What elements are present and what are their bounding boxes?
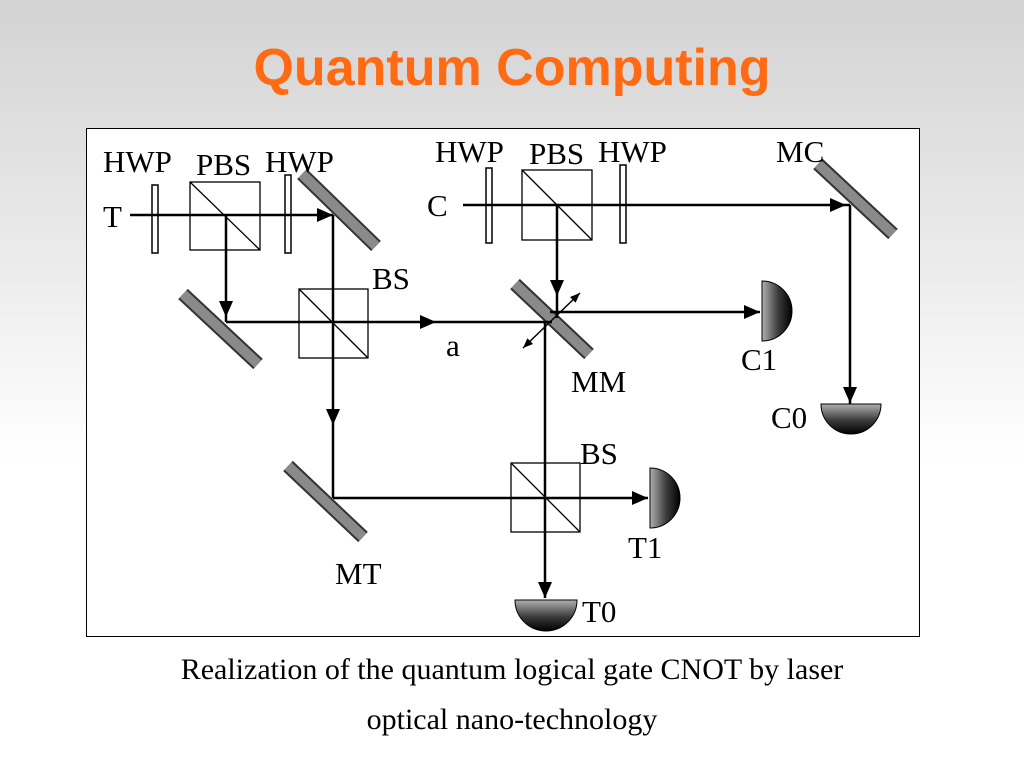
detector-t0-dome (514, 599, 578, 632)
label-hwp-t-right: HWP (265, 144, 334, 179)
figure-caption: Realization of the quantum logical gate … (0, 645, 1024, 745)
bs-cube-bottom (510, 462, 581, 533)
label-input-t: T (103, 199, 122, 234)
arrowhead (830, 198, 846, 212)
label-detector-t1: T1 (628, 530, 662, 565)
arrowhead (219, 301, 233, 317)
label-hwp-c-right: HWP (598, 134, 667, 169)
label-mirror-mm: MM (571, 364, 626, 399)
mirror-top-left (297, 168, 381, 252)
arrowhead (550, 280, 564, 296)
arrowhead (843, 387, 857, 403)
label-input-c: C (427, 188, 448, 223)
label-detector-t0: T0 (582, 594, 616, 629)
mirror-mt (283, 460, 368, 543)
pbs-cube-c (521, 169, 593, 241)
arrowhead (420, 315, 436, 329)
mirror-left (178, 288, 263, 370)
label-bs-top: BS (372, 261, 410, 296)
label-hwp-c-left: HWP (435, 134, 504, 169)
label-detector-c1: C1 (741, 342, 777, 377)
slide-title: Quantum Computing (253, 39, 771, 97)
label-pbs-t: PBS (196, 147, 251, 182)
mirror-mc (813, 158, 898, 240)
bs-cube-top (298, 288, 369, 359)
label-pbs-c: PBS (529, 136, 584, 171)
diagram-frame (86, 128, 920, 637)
arrowhead (570, 293, 580, 303)
arrowhead (744, 305, 760, 319)
label-bs-bottom: BS (580, 436, 618, 471)
arrowhead (326, 409, 340, 425)
label-hwp-t-left: HWP (103, 144, 172, 179)
label-mirror-mt: MT (335, 556, 382, 591)
hwp-plate-t-left (151, 184, 159, 254)
mm-rotation-arrow (522, 292, 581, 349)
arrowhead (317, 208, 333, 222)
detector-c1-dome (761, 280, 793, 342)
detector-c0-dome (820, 403, 882, 435)
label-mirror-mc: MC (776, 134, 824, 169)
caption-line-1: Realization of the quantum logical gate … (180, 653, 844, 686)
detector-t1-dome (649, 467, 681, 529)
label-path-a: a (446, 328, 460, 363)
arrowhead (523, 338, 533, 348)
arrowhead (632, 491, 648, 505)
caption-line-2: optical nano-technology (366, 703, 658, 736)
arrowhead (538, 582, 552, 598)
pbs-cube-t (189, 181, 261, 251)
label-detector-c0: C0 (771, 400, 807, 435)
